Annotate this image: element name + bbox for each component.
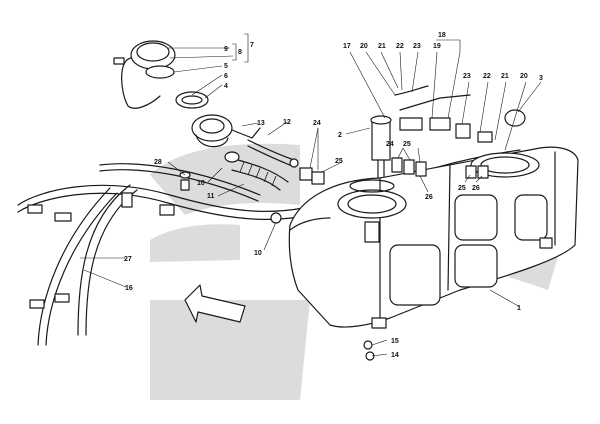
callout-1: 1 xyxy=(517,305,521,312)
callout-25-left: 25 xyxy=(335,158,343,165)
callout-27: 27 xyxy=(124,256,132,263)
leader-lines xyxy=(80,39,542,357)
callout-3: 3 xyxy=(539,75,543,82)
callout-4: 4 xyxy=(224,83,228,90)
callout-10-lower: 10 xyxy=(254,250,262,257)
callout-20-left: 20 xyxy=(360,43,368,50)
vent-hoses xyxy=(17,149,521,346)
group-bracket-7-8 xyxy=(232,33,249,63)
hose-clips xyxy=(27,192,175,309)
callout-5: 5 xyxy=(224,63,228,70)
callout-6: 6 xyxy=(224,73,228,80)
callout-21-left: 21 xyxy=(378,43,386,50)
callout-22-left: 22 xyxy=(396,43,404,50)
callout-20-right: 20 xyxy=(520,73,528,80)
callout-26-right: 26 xyxy=(472,185,480,192)
callout-15: 15 xyxy=(391,338,399,345)
callout-17: 17 xyxy=(343,43,351,50)
filler-cap-assembly xyxy=(113,40,299,168)
callout-21-right: 21 xyxy=(501,73,509,80)
fuel-tank xyxy=(288,146,579,329)
callout-10-upper: 10 xyxy=(197,180,205,187)
callout-2: 2 xyxy=(338,132,342,139)
callout-13: 13 xyxy=(257,120,265,127)
callout-26-left: 26 xyxy=(425,194,433,201)
callout-9: 9 xyxy=(224,46,228,53)
callout-14: 14 xyxy=(391,352,399,359)
callout-25-center: 25 xyxy=(403,141,411,148)
callout-7: 7 xyxy=(250,42,254,49)
callout-18: 18 xyxy=(438,32,446,39)
callout-24-left: 24 xyxy=(313,120,321,127)
callout-labels: 1 2 3 4 5 6 7 8 9 10 10 11 12 13 14 15 1… xyxy=(124,32,543,359)
callout-19: 19 xyxy=(433,43,441,50)
callout-24-right: 24 xyxy=(386,141,394,148)
filler-neck-hose xyxy=(179,151,289,191)
fuel-pump-sender xyxy=(370,115,392,179)
callout-23-right: 23 xyxy=(463,73,471,80)
callout-11: 11 xyxy=(207,193,215,200)
callout-8: 8 xyxy=(238,49,242,56)
callout-16: 16 xyxy=(125,285,133,292)
callout-25-right: 25 xyxy=(458,185,466,192)
callout-22-right: 22 xyxy=(483,73,491,80)
tank-top-fittings xyxy=(270,85,526,361)
callout-23-left: 23 xyxy=(413,43,421,50)
front-direction-arrow xyxy=(184,284,246,323)
callout-12: 12 xyxy=(283,119,291,126)
callout-28: 28 xyxy=(154,159,162,166)
